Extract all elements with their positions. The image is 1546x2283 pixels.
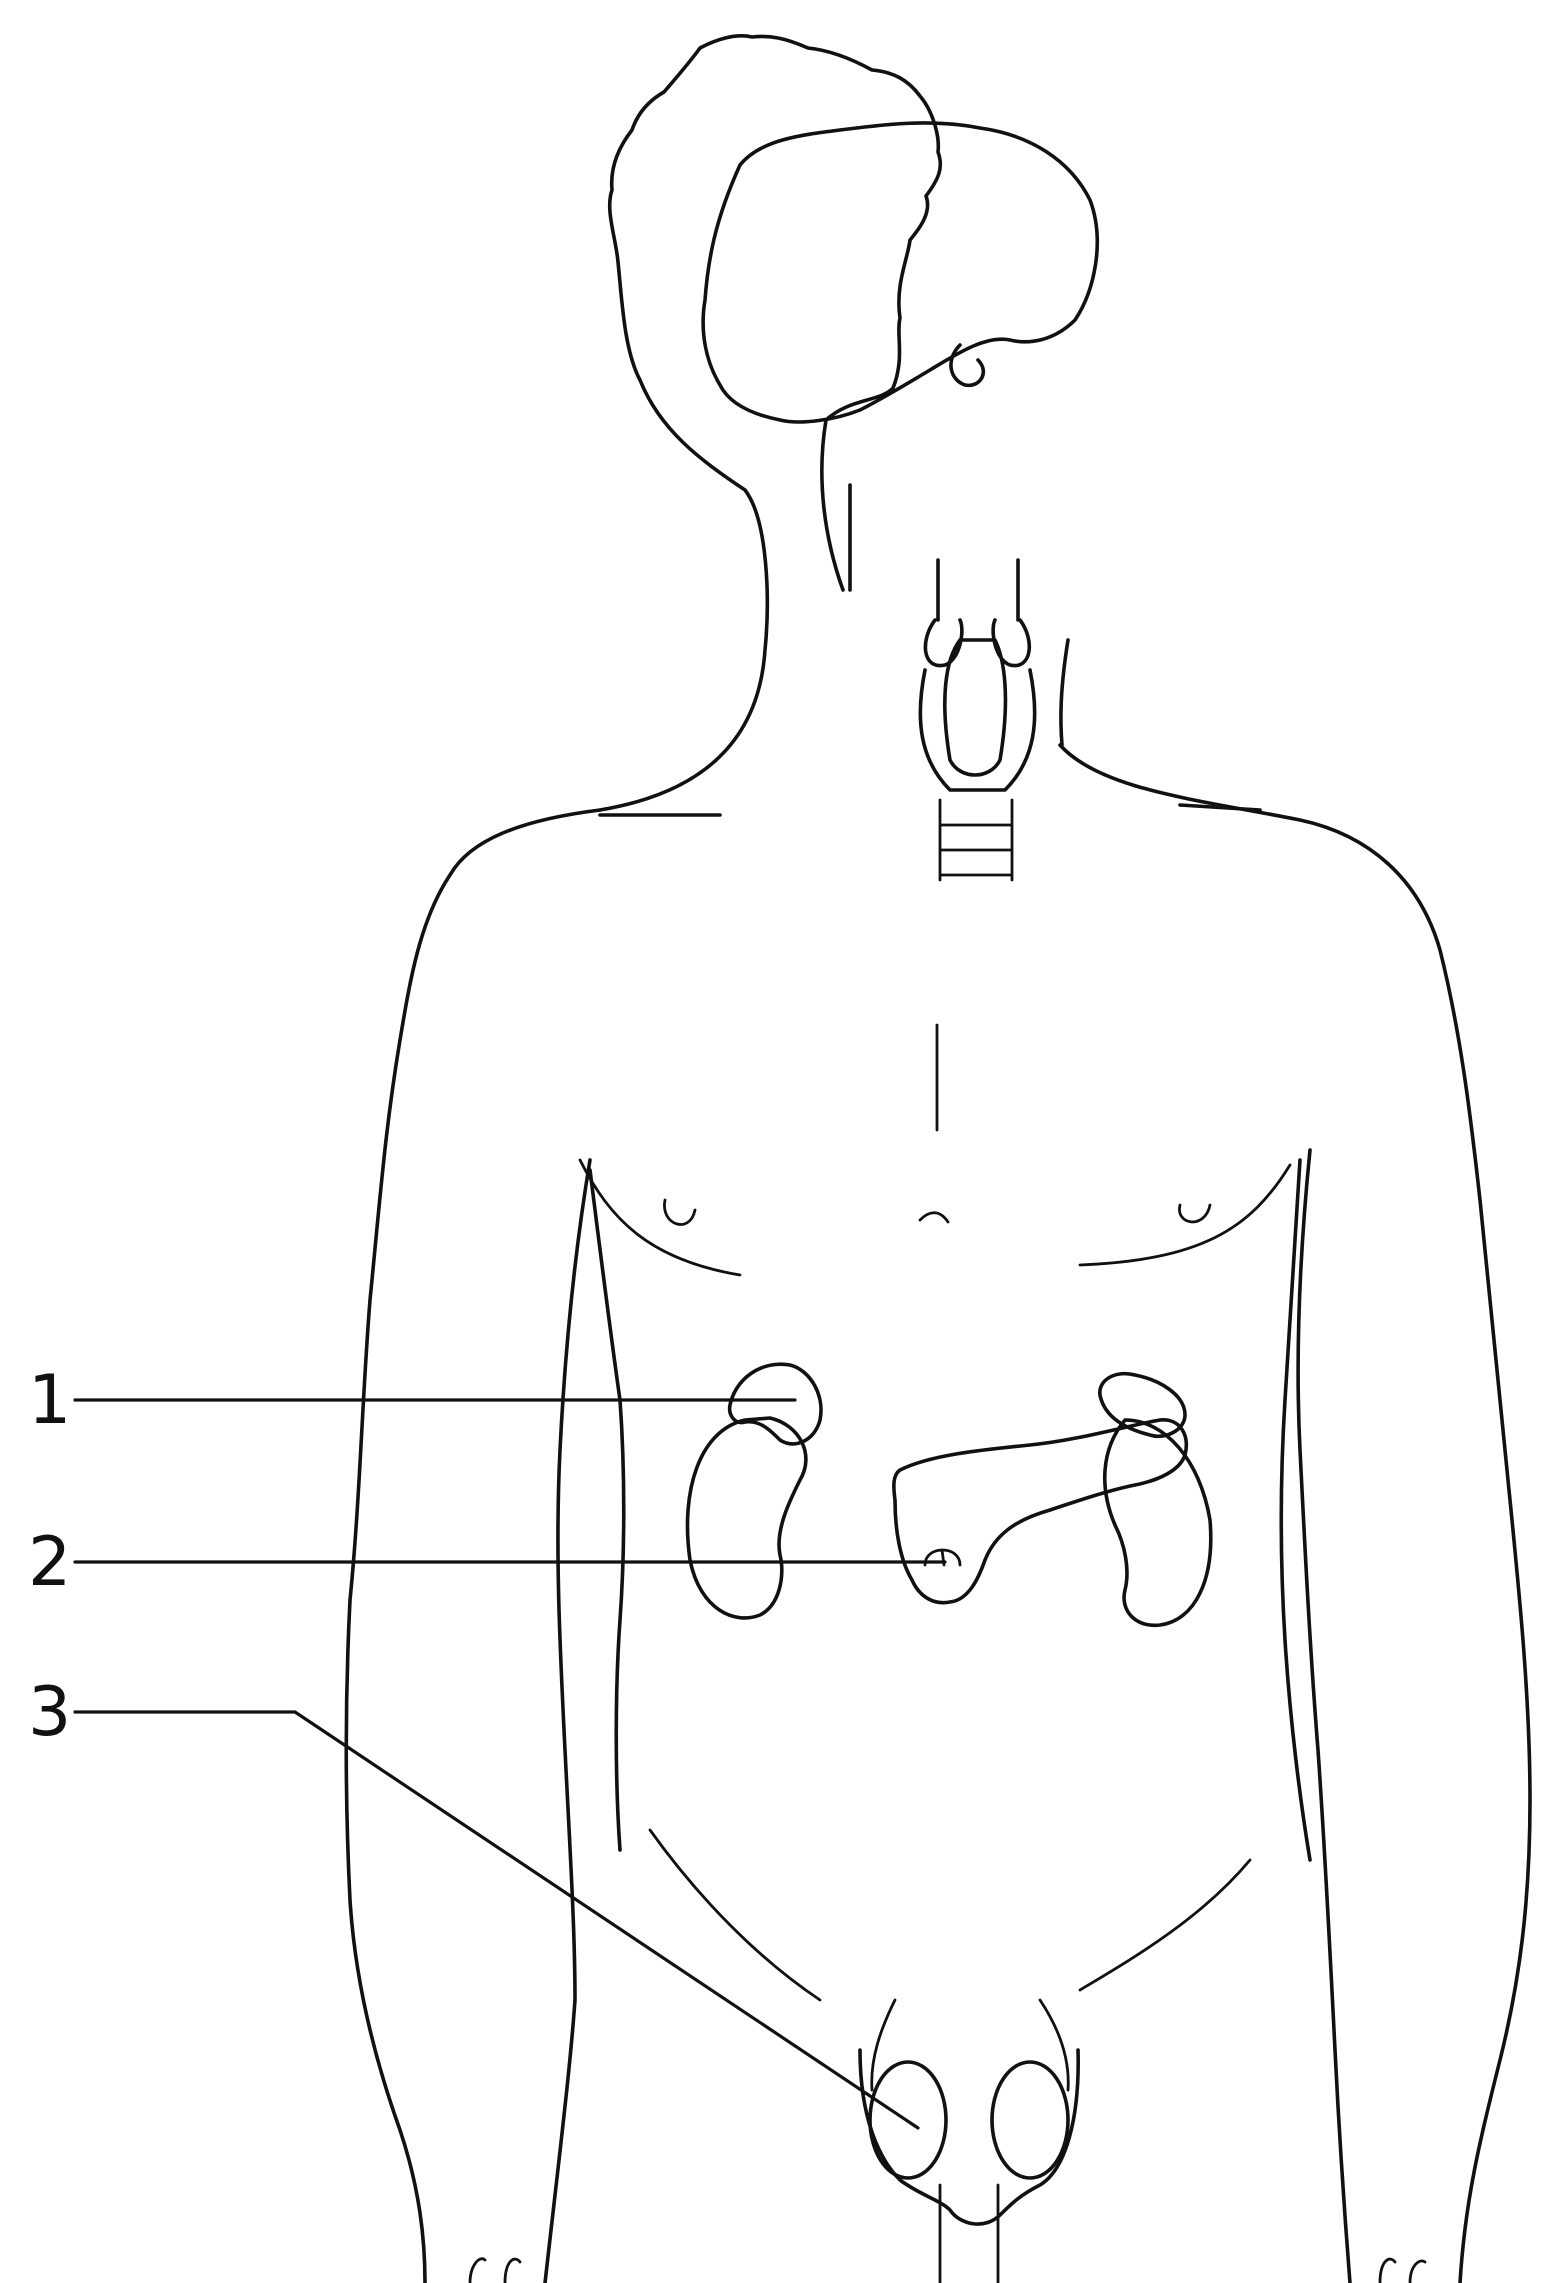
left-groin: [650, 1830, 820, 2000]
right-shoulder-arm: [1060, 745, 1530, 2283]
left-nipple: [664, 1200, 695, 1224]
left-inner-arm: [545, 1160, 590, 2283]
left-torso-side: [590, 1170, 624, 1850]
label-2: 2: [28, 1523, 71, 1602]
left-kidney-group: [687, 1364, 820, 1618]
brain-outline: [703, 123, 1097, 422]
label-1: 1: [28, 1361, 71, 1440]
right-torso-side: [1281, 1160, 1310, 1860]
reproductive-group: [860, 2000, 1078, 2283]
neck-right: [1061, 640, 1068, 745]
head-outline: [600, 36, 940, 810]
trachea: [938, 560, 1018, 620]
thyroid: [920, 620, 1034, 790]
thyroid-gland: [920, 560, 1034, 880]
right-pectoral: [1080, 1165, 1290, 1265]
pituitary: [951, 345, 983, 385]
brain: [703, 123, 1097, 422]
right-adrenal-gland: [1100, 1374, 1185, 1437]
left-kidney: [687, 1418, 805, 1618]
xiphoid: [920, 1213, 948, 1222]
penis: [940, 2185, 998, 2283]
right-kidney-group: [1100, 1374, 1211, 1626]
right-kidney: [1105, 1420, 1211, 1625]
right-inner-arm: [1298, 1150, 1350, 2283]
leader-line-3: [75, 1712, 918, 2128]
body-outline: [346, 36, 1530, 2283]
tracheal-rings: [940, 800, 1012, 880]
right-groin: [1080, 1860, 1250, 1990]
left-hand: [470, 2259, 520, 2283]
scrotum: [860, 2050, 1078, 2224]
left-shoulder-arm: [346, 810, 600, 2283]
right-hand: [1380, 2259, 1425, 2283]
label-3: 3: [28, 1673, 71, 1752]
pancreas: [894, 1420, 1186, 1603]
left-pectoral: [580, 1160, 740, 1275]
left-adrenal-gland[interactable]: [730, 1364, 821, 1444]
right-nipple: [1179, 1205, 1210, 1222]
collar-right: [1180, 805, 1260, 810]
right-testis: [992, 2062, 1068, 2178]
